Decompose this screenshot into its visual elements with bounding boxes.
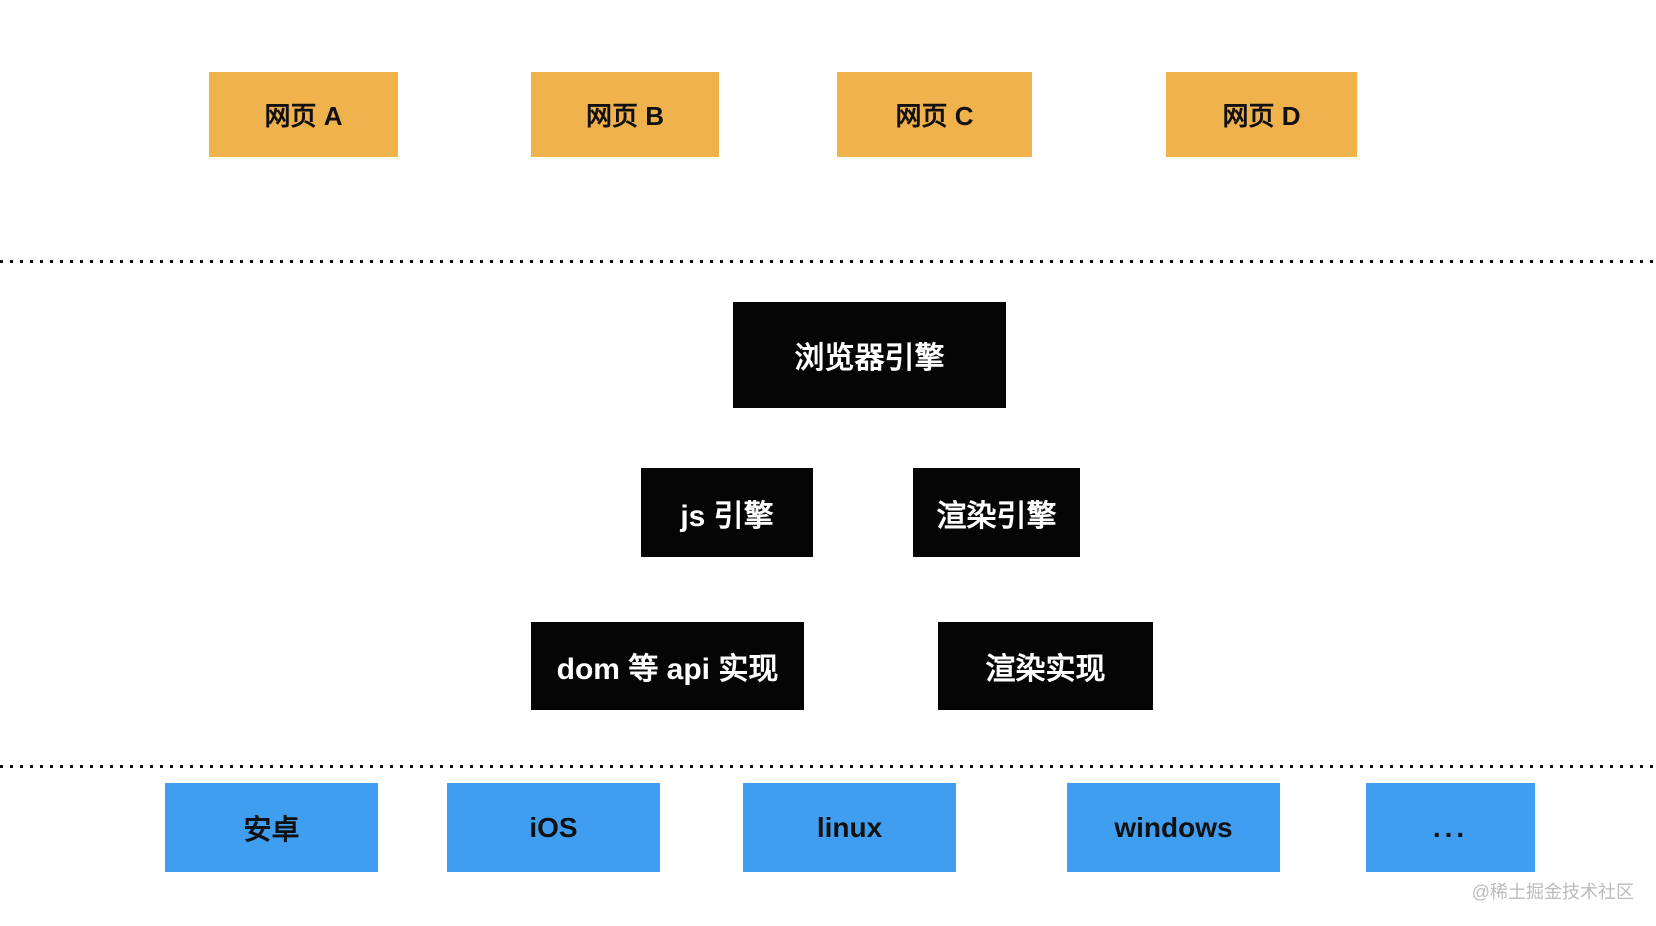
watermark: @稀土掘金技术社区 [1471,882,1634,902]
webpage-a-box: 网页 A [209,72,398,157]
webpage-b-box: 网页 B [531,72,719,157]
webpage-c-box: 网页 C [837,72,1032,157]
os-box-android: 安卓 [165,783,378,872]
render-implementation-box: 渲染实现 [938,622,1153,710]
separator-bottom [0,765,1656,768]
js-engine-box: js 引擎 [641,468,813,557]
os-box-windows: windows [1067,783,1280,872]
browser-engine-box: 浏览器引擎 [733,302,1006,408]
dom-api-implementation-box: dom 等 api 实现 [531,622,804,710]
separator-top [0,260,1656,263]
webpage-d-box: 网页 D [1166,72,1357,157]
os-box-linux: linux [743,783,956,872]
render-engine-box: 渲染引擎 [913,468,1080,557]
os-box-ios: iOS [447,783,660,872]
os-box-more: ... [1366,783,1535,872]
